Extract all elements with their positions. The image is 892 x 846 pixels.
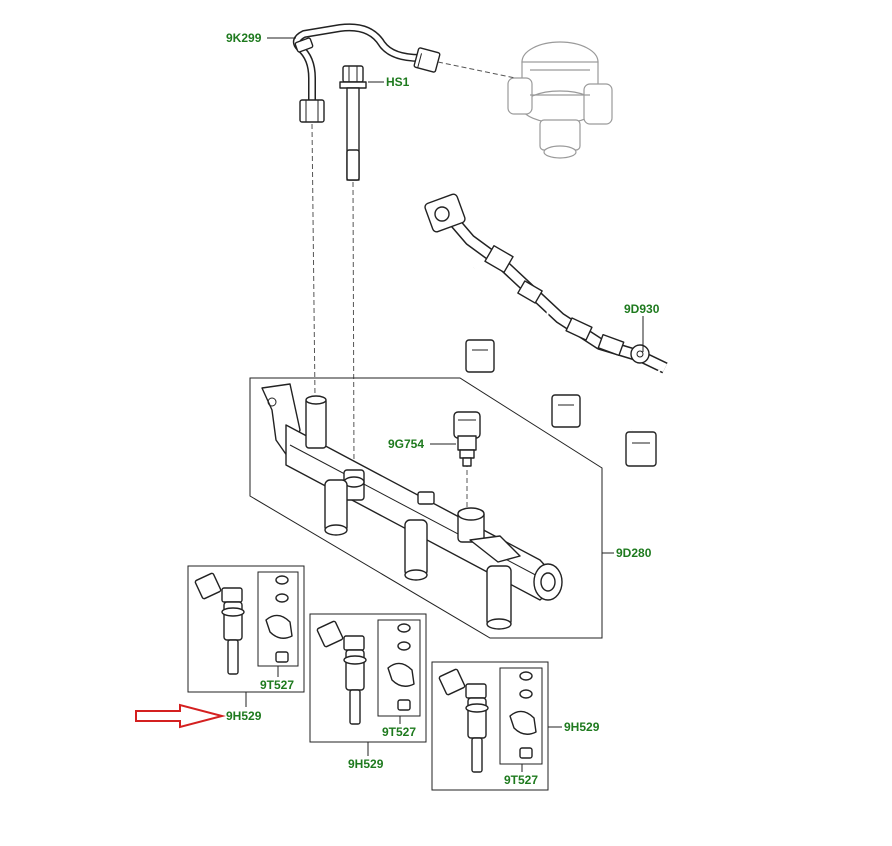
highlight-arrow-icon xyxy=(135,703,226,729)
injector-wiring-harness xyxy=(424,193,668,467)
label-seal-kit-2: 9T527 xyxy=(382,725,416,739)
label-fuel-rail: 9D280 xyxy=(616,546,652,560)
bolt xyxy=(339,65,367,181)
fuel-pipe xyxy=(292,23,441,123)
fuel-rail-assembly xyxy=(249,377,603,639)
label-injector-kit-3: 9H529 xyxy=(564,720,600,734)
label-wiring-harness: 9D930 xyxy=(624,302,660,316)
high-pressure-fuel-pump xyxy=(507,41,613,159)
label-injector-kit-1: 9H529 xyxy=(226,709,262,723)
label-pressure-sensor: 9G754 xyxy=(388,437,424,451)
injector-kit-1 xyxy=(187,565,305,693)
injector-kit-2 xyxy=(309,613,427,743)
label-injector-kit-2: 9H529 xyxy=(348,757,384,771)
label-seal-kit-3: 9T527 xyxy=(504,773,538,787)
injector-kit-3 xyxy=(431,661,549,791)
label-seal-kit-1: 9T527 xyxy=(260,678,294,692)
label-fuel-pipe: 9K299 xyxy=(226,31,262,45)
label-bolt: HS1 xyxy=(386,75,410,89)
fuel-pressure-sensor xyxy=(453,411,481,467)
